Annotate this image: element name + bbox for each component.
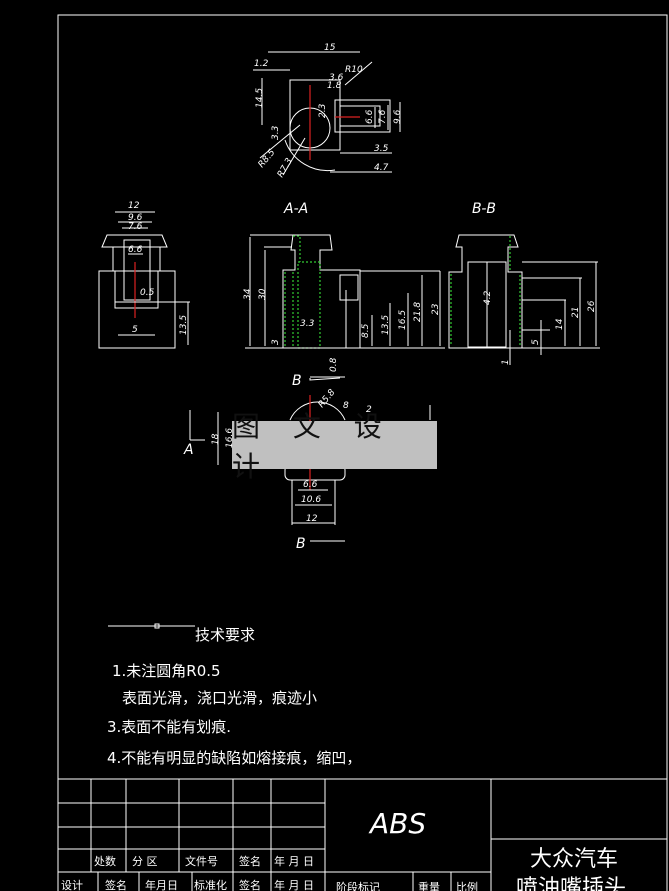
- dim-label: 30: [258, 288, 268, 300]
- dim-label: 1.8: [327, 81, 342, 91]
- bottom-cell: 签名: [105, 878, 127, 891]
- dim-label: 0.8: [329, 357, 339, 372]
- dim-label: 4.7: [374, 163, 389, 173]
- bottom-cell: 年 月 日: [274, 878, 314, 891]
- dim-label: 4.2: [483, 290, 493, 305]
- dim-label: 12: [128, 201, 140, 211]
- section-label: B-B: [472, 201, 496, 217]
- dim-label: 12: [306, 514, 318, 524]
- dim-label: 23: [431, 303, 441, 315]
- dim-label: 26: [587, 300, 597, 312]
- requirement-item: 表面光滑，浇口光滑，痕迹小: [122, 689, 318, 707]
- dim-label: 14.5: [255, 88, 265, 108]
- dim-label: 21.8: [413, 302, 423, 322]
- dim-label: 9.6: [393, 109, 403, 124]
- drawing-title: 大众汽车: [530, 847, 618, 872]
- requirement-item: 1.未注圆角R0.5: [112, 662, 221, 680]
- bottom-cell: 签名: [239, 878, 261, 891]
- dim-label: 6.6: [365, 109, 375, 124]
- header-cell: 分 区: [132, 855, 158, 868]
- dim-label: 5: [531, 339, 541, 345]
- section-b-b: B-B 4.2 26 21 14 5 1: [448, 201, 600, 365]
- header-cell: 处数: [94, 855, 116, 868]
- dim-label: 16.5: [398, 310, 408, 330]
- dim-label: 13.5: [381, 315, 391, 335]
- dim-label: 14: [555, 318, 565, 330]
- section-marker: B: [296, 536, 306, 552]
- drawing-frame: [57, 14, 668, 891]
- dim-label: 5: [132, 325, 138, 335]
- bottom-cell: 标准化: [194, 878, 227, 891]
- requirement-item: 3.表面不能有划痕.: [107, 718, 232, 736]
- dim-label: 3.5: [374, 144, 389, 154]
- requirement-item: 4.不能有明显的缺陷如熔接痕，缩凹，: [107, 749, 362, 767]
- bottom-cell: 设计: [61, 879, 83, 891]
- dim-label: 3: [271, 339, 281, 345]
- tech-requirements-title: 技术要求: [195, 626, 256, 644]
- dim-label: 1.2: [254, 59, 269, 69]
- dim-label: 2: [366, 405, 372, 415]
- top-view: 15 1.2 R10 3.6 1.8 14.5 6.6 7.6 9.6 3.5 …: [253, 43, 403, 180]
- dim-label: 6.6: [303, 480, 318, 490]
- dim-label: 10.6: [301, 495, 321, 505]
- dim-label: 1: [501, 359, 511, 365]
- header-cell: 签名: [239, 854, 261, 868]
- dim-label: 7.6: [378, 109, 388, 124]
- dim-label: 3.3: [271, 125, 281, 140]
- dim-label: 9.6: [128, 213, 143, 223]
- dim-label: 2.3: [318, 103, 328, 118]
- dim-label: 0.5: [140, 288, 155, 298]
- dim-label: 3.6: [329, 73, 344, 83]
- dim-label: R8.5: [257, 148, 278, 170]
- bottom-cell: 阶段标记: [336, 880, 380, 891]
- bottom-cell: 年月日: [145, 878, 178, 891]
- header-cell: 年 月 日: [274, 854, 314, 868]
- watermark: 图 文 设 计: [232, 410, 437, 483]
- dim-label: 16.6: [225, 428, 235, 448]
- dim-label: 13.5: [179, 315, 189, 335]
- bottom-cell: 重量: [418, 880, 440, 891]
- material-label: ABS: [368, 807, 426, 840]
- dim-label: 18: [211, 433, 221, 445]
- side-view: 12 9.6 7.6 6.6 0.5 5 13.5: [98, 201, 190, 349]
- dim-label: 15: [324, 43, 336, 53]
- dim-label: 34: [243, 288, 253, 300]
- dim-label: 8: [343, 401, 349, 411]
- section-a-a: A-A 34 30 3 3.3 8.5 13.5 16.5 21.8 23 0.…: [243, 201, 445, 372]
- dim-label: 8.5: [361, 323, 371, 338]
- dim-label: 21: [571, 307, 581, 318]
- drawing-subtitle: 喷油嘴插头: [516, 876, 626, 891]
- dim-label: 3.3: [300, 319, 315, 329]
- dim-label: R10: [345, 65, 363, 75]
- dim-label: 7.6: [128, 222, 143, 232]
- title-block: 处数 分 区 文件号 签名 年 月 日 设计 签名 年月日 标准化 签名 年 月…: [58, 778, 667, 891]
- section-marker: B: [292, 373, 302, 389]
- dim-label: 6.6: [128, 245, 143, 255]
- section-label: A-A: [283, 201, 308, 217]
- header-cell: 文件号: [185, 854, 218, 868]
- section-marker: A: [183, 442, 194, 458]
- bottom-cell: 比例: [456, 880, 478, 891]
